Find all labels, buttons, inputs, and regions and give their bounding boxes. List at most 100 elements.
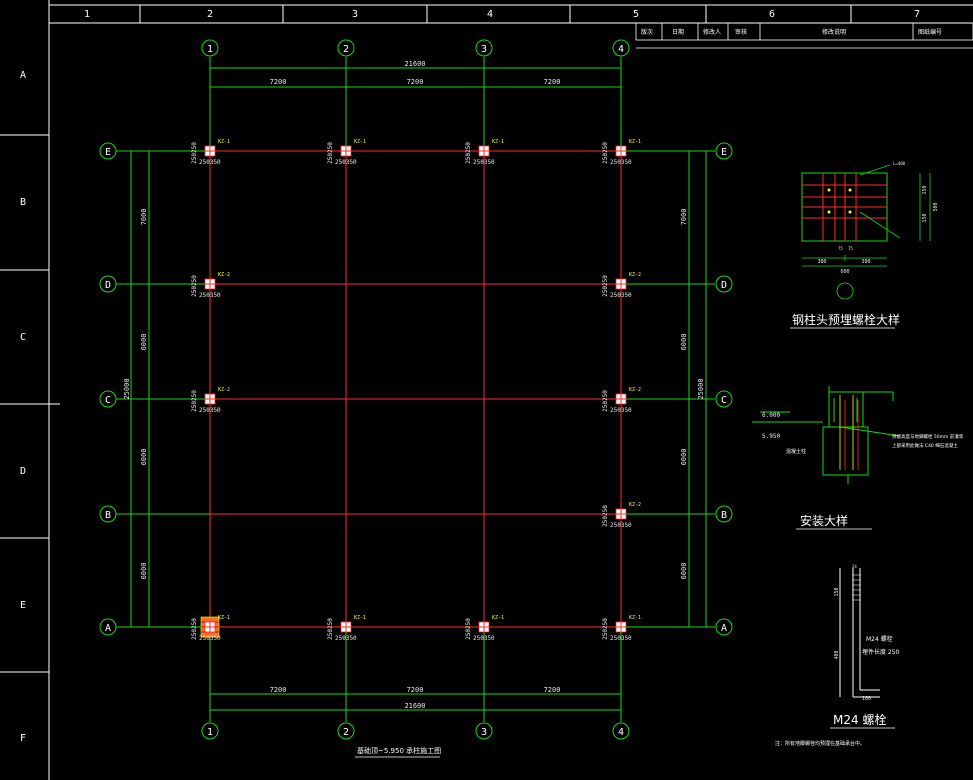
dim-right-segment: 6000 (680, 563, 688, 580)
detail1-dim: 500 (933, 202, 939, 211)
column-tag: KZ-1 (492, 139, 504, 145)
grid-bubble-label: 1 (207, 727, 213, 738)
column-dim: 250350 (610, 407, 632, 414)
grid-bubble-label: B (105, 510, 111, 521)
dim-top-bay: 7200 (270, 78, 287, 86)
title-block-cell: 修改人 (703, 28, 721, 36)
grid-bubble-label: 4 (618, 44, 624, 55)
dim-left-total: 25000 (123, 378, 131, 399)
column-tag: KZ-1 (354, 615, 366, 621)
frame-row-label: A (20, 70, 26, 81)
dim-bottom-bay: 7200 (544, 686, 561, 694)
title-block-cell: 修改说明 (822, 28, 846, 36)
detail3-title: M24 螺栓 (833, 712, 886, 727)
column-dim: 250250 (465, 142, 472, 164)
dim-left-segment: 6000 (140, 334, 148, 351)
detail2-note: 预留高度与地脚螺栓 50mm 前灌浆 (892, 433, 964, 440)
column-tag: KZ-2 (218, 272, 230, 278)
dim-right-segment: 6000 (680, 334, 688, 351)
column-dim: 250250 (191, 275, 198, 297)
column-tag: KZ-1 (218, 139, 230, 145)
dim-right-total: 25000 (697, 378, 705, 399)
grid-bubble-label: E (105, 147, 111, 158)
grid-bubble-label: 3 (481, 44, 487, 55)
foundation-plan: 1 2 3 4 1 2 3 4 E D C B A E D C B A 2160… (99, 39, 733, 758)
column-dim: 250250 (602, 505, 609, 527)
column-dim: 250350 (335, 159, 357, 166)
detail3-dim: 150 (834, 587, 840, 596)
title-block-cell: 图纸编号 (918, 28, 942, 36)
detail3-dim: 24 (852, 564, 857, 569)
grid-bubble-label: 3 (481, 727, 487, 738)
frame-col-labels: 1 2 3 4 5 6 7 (84, 9, 920, 20)
grid-bubble-label: 4 (618, 727, 624, 738)
column-dim: 250350 (473, 159, 495, 166)
column-dim: 250250 (327, 142, 334, 164)
detail3-dim: 100 (862, 696, 871, 702)
dim-left-segment: 6000 (140, 449, 148, 466)
column-tag: KZ-1 (354, 139, 366, 145)
column-dim: 250250 (191, 390, 198, 412)
detail3-dim: 400 (834, 650, 840, 659)
frame-row-label: F (20, 733, 26, 744)
column-dim: 250250 (465, 618, 472, 640)
detail-installation: 6.000 5.950 混凝土柱 预留高度与地脚螺栓 50mm 前灌浆 上部采用… (752, 386, 964, 530)
dim-right-segment: 7000 (680, 209, 688, 226)
grid-bubble-label: C (721, 395, 727, 406)
grid-bubble-label: C (105, 395, 111, 406)
detail1-dim: 75 (848, 246, 853, 251)
detail-anchor-bolt: 300 300 600 250 500 150 75 75 L=400 钢柱头预… (790, 161, 939, 329)
column-tag: KZ-1 (218, 615, 230, 621)
grid-bubble-label: 2 (343, 727, 349, 738)
dim-left-segment: 6000 (140, 563, 148, 580)
dim-bottom-bay: 7200 (407, 686, 424, 694)
column-tag: KZ-2 (218, 387, 230, 393)
grid-bubble-label: D (721, 280, 727, 291)
column-dim: 250350 (199, 159, 221, 166)
frame-row-label: D (20, 466, 26, 477)
column-dim: 250350 (199, 292, 221, 299)
plan-title: 基础顶~5.950 承柱施工图 (357, 746, 441, 755)
grid-bubble-label: 2 (343, 44, 349, 55)
detail1-dim: 300 (861, 259, 870, 265)
column-dim: 250350 (473, 635, 495, 642)
column-dim: 250350 (610, 635, 632, 642)
column-dim: 250250 (327, 618, 334, 640)
frame-row-label: C (20, 332, 26, 343)
detail1-dim: 300 (817, 259, 826, 265)
frame-row-label: B (20, 197, 26, 208)
title-block-cell: 日期 (672, 28, 684, 36)
column-dim: 250250 (602, 390, 609, 412)
column-tag: KZ-2 (629, 502, 641, 508)
detail2-label: 混凝土柱 (786, 448, 806, 455)
column-markers: KZ-1250350250250KZ-1250350250250KZ-12503… (191, 139, 641, 642)
column-tag: KZ-1 (629, 139, 641, 145)
column-dim: 250250 (191, 618, 198, 640)
frame-row-label: E (20, 600, 26, 611)
grid-bubble-label: B (721, 510, 727, 521)
detail2-note: 上部采用此做法 C40 细石混凝土 (892, 442, 958, 449)
frame-col-label: 4 (487, 9, 493, 20)
column-tag: KZ-2 (629, 272, 641, 278)
grid-bubble-label: A (721, 623, 727, 634)
grid-bubble-label: E (721, 147, 727, 158)
column-dim: 250350 (335, 635, 357, 642)
column-dim: 250350 (199, 635, 221, 642)
title-block-cell: 审核 (735, 28, 747, 36)
dim-right-segment: 6000 (680, 449, 688, 466)
detail2-elev: 6.000 (762, 412, 780, 419)
dim-top-total: 21600 (404, 60, 425, 68)
column-dim: 250250 (602, 275, 609, 297)
detail1-dim: 250 (922, 185, 928, 194)
column-dim: 250350 (610, 159, 632, 166)
dim-left-segment: 7000 (140, 209, 148, 226)
dim-bottom-bay: 7200 (270, 686, 287, 694)
column-dim: 250250 (602, 618, 609, 640)
frame-col-label: 6 (769, 9, 775, 20)
detail3-label: M24 螺栓 (866, 635, 893, 643)
detail1-dim: 150 (922, 213, 928, 222)
dim-top-bay: 7200 (544, 78, 561, 86)
column-dim: 250250 (191, 142, 198, 164)
